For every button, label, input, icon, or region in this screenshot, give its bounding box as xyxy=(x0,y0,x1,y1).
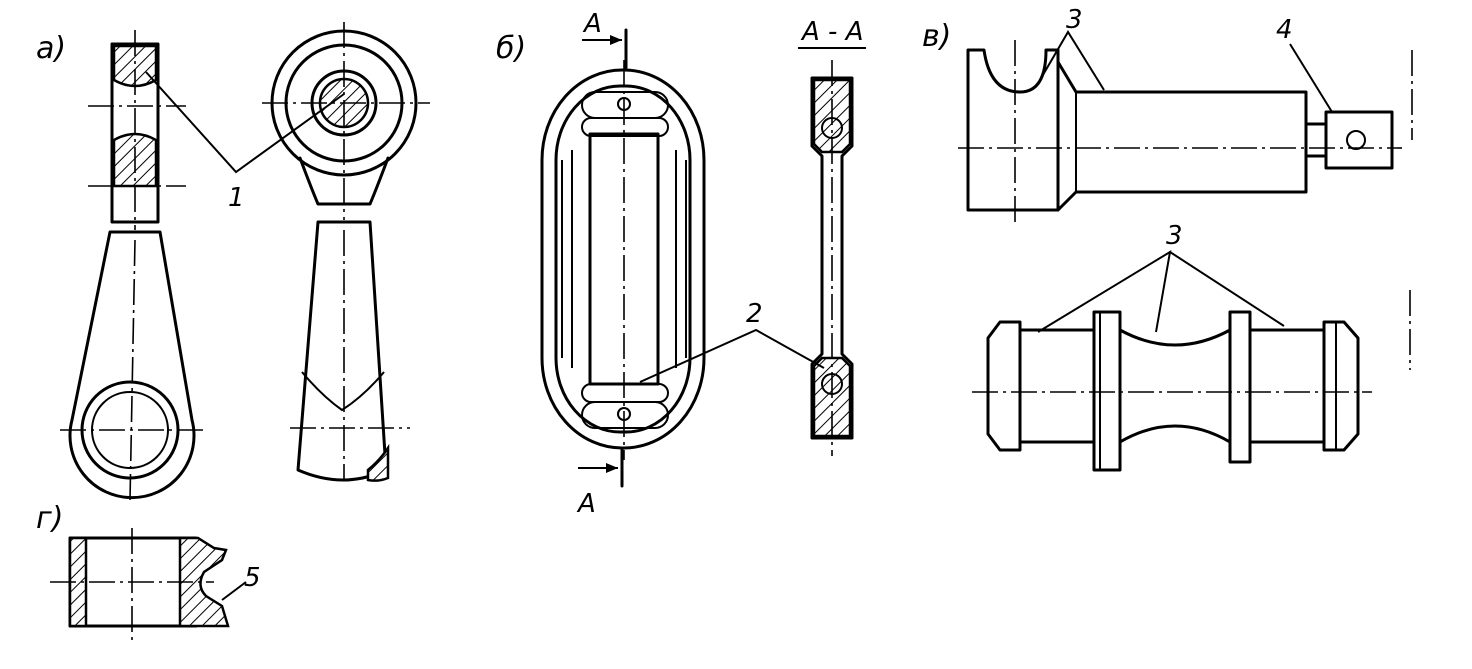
callout-1-label: 1 xyxy=(228,183,245,213)
callout-2: 2 xyxy=(639,299,825,383)
panel-label-a: а) xyxy=(36,31,66,66)
panel-v: в) 3 4 xyxy=(922,5,1413,472)
section-title: А - А xyxy=(800,17,863,47)
panel-label-b: б) xyxy=(496,31,526,66)
bushing-section xyxy=(50,528,230,640)
section-a-a: А - А xyxy=(798,17,866,456)
callout-4-label: 4 xyxy=(1276,15,1293,45)
panel-a: а) xyxy=(36,22,430,501)
section-mark-top: А xyxy=(582,9,628,70)
panel-b: б) А А xyxy=(496,9,866,519)
callout-3-top: 3 xyxy=(1039,5,1105,91)
grooved-roller xyxy=(972,290,1411,472)
callout-3-bottom-label: 3 xyxy=(1166,221,1183,251)
callout-5-label: 5 xyxy=(244,563,261,593)
callout-5: 5 xyxy=(221,563,261,601)
callout-2-label: 2 xyxy=(746,299,763,329)
callout-3-top-label: 3 xyxy=(1066,5,1083,35)
connecting-rod-front-view xyxy=(60,230,205,501)
panel-label-v: в) xyxy=(922,19,951,54)
section-mark-top-label: А xyxy=(582,9,602,39)
panel-g: г) 5 xyxy=(36,501,261,640)
connecting-rod-side-view xyxy=(88,30,186,230)
section-mark-bottom-label: А xyxy=(576,489,596,519)
stadium-frame xyxy=(540,60,706,460)
callout-1: 1 xyxy=(145,71,345,213)
callout-4: 4 xyxy=(1276,15,1333,113)
shaft-with-notch xyxy=(958,40,1413,224)
rod-with-eye-front-view xyxy=(262,22,430,482)
panel-label-g: г) xyxy=(36,501,63,536)
section-mark-bottom: А xyxy=(576,446,624,519)
callout-3-bottom: 3 xyxy=(1037,221,1285,333)
